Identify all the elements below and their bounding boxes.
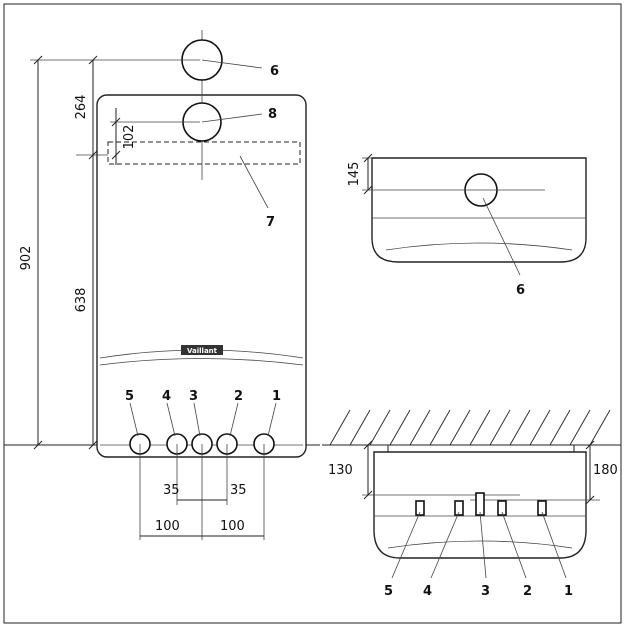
dim-100-right-label: 100: [220, 519, 245, 534]
connection-label-3: 3: [189, 389, 198, 404]
dim-264-label: 264: [74, 95, 89, 120]
dim-902-tick-top: [33, 55, 43, 65]
top-view-flue-leader: [482, 197, 521, 276]
connection-label-4: 4: [162, 389, 171, 404]
side-connection-4: [454, 500, 464, 516]
dim-145-label: 145: [347, 162, 362, 187]
dim-102-tick-top: [111, 117, 121, 127]
dim-180-tick-bottom: [585, 495, 595, 505]
boiler-panel-curve-inner: [99, 358, 304, 366]
vaillant-logo: [181, 345, 223, 355]
side-connection-3: [475, 492, 485, 516]
dim-180-label: 180: [593, 463, 618, 478]
top-view-body: [371, 157, 587, 263]
side-leader-5: [391, 511, 421, 579]
dim-638-label: 638: [74, 288, 89, 313]
side-view-curve: [387, 540, 573, 549]
upper-connector-label: 8: [268, 107, 277, 122]
side-leader-3: [479, 511, 487, 579]
leader-5: [129, 402, 139, 437]
dim-902-tick-bottom: [33, 440, 43, 450]
side-connection-label-1: 1: [564, 584, 573, 599]
dim-35-left-label: 35: [163, 483, 180, 498]
side-connection-label-3: 3: [481, 584, 490, 599]
side-leader-2: [501, 511, 527, 579]
dim-100-left-label: 100: [155, 519, 180, 534]
side-connection-1: [537, 500, 547, 516]
dim-264-tick-top: [88, 55, 98, 65]
leader-4: [166, 402, 176, 437]
leader-2: [229, 402, 239, 437]
side-connection-label-4: 4: [423, 584, 432, 599]
mounting-bracket-outline: [107, 141, 301, 165]
wall-hatching: [322, 409, 621, 446]
leader-1: [267, 402, 277, 437]
connection-label-2: 2: [234, 389, 243, 404]
flue-pipe-leader: [201, 59, 263, 69]
dim-902-label: 902: [19, 246, 34, 271]
logo-text: Vaillant: [187, 347, 218, 355]
bracket-leader: [239, 155, 269, 209]
dim-35-right-label: 35: [230, 483, 247, 498]
flue-pipe-label: 6: [270, 64, 279, 79]
dim-145-tick-bottom: [363, 185, 373, 195]
drawing-frame: [3, 3, 622, 624]
side-connection-2: [497, 500, 507, 516]
dim-130-label: 130: [328, 463, 353, 478]
dim-130-tick-top: [363, 440, 373, 450]
dim-102-tick-bottom: [111, 150, 121, 160]
dim-638-tick-bottom: [88, 440, 98, 450]
side-leader-4: [430, 511, 460, 579]
dim-180-tick-top: [585, 440, 595, 450]
side-connection-5: [415, 500, 425, 516]
side-leader-1: [541, 511, 567, 579]
connection-label-5: 5: [125, 389, 134, 404]
dim-130-tick-bottom: [363, 490, 373, 500]
side-connection-label-2: 2: [523, 584, 532, 599]
top-view-curve: [385, 242, 573, 251]
boiler-front-body: [96, 94, 307, 458]
bracket-label: 7: [266, 215, 275, 230]
mounting-plate: [387, 444, 575, 453]
side-connection-label-5: 5: [384, 584, 393, 599]
upper-connector-leader: [201, 113, 263, 123]
connection-label-1: 1: [272, 389, 281, 404]
dim-145-tick-top: [363, 153, 373, 163]
leader-3: [193, 402, 201, 437]
top-view-flue-label: 6: [516, 283, 525, 298]
dim-102-label: 102: [122, 125, 137, 150]
